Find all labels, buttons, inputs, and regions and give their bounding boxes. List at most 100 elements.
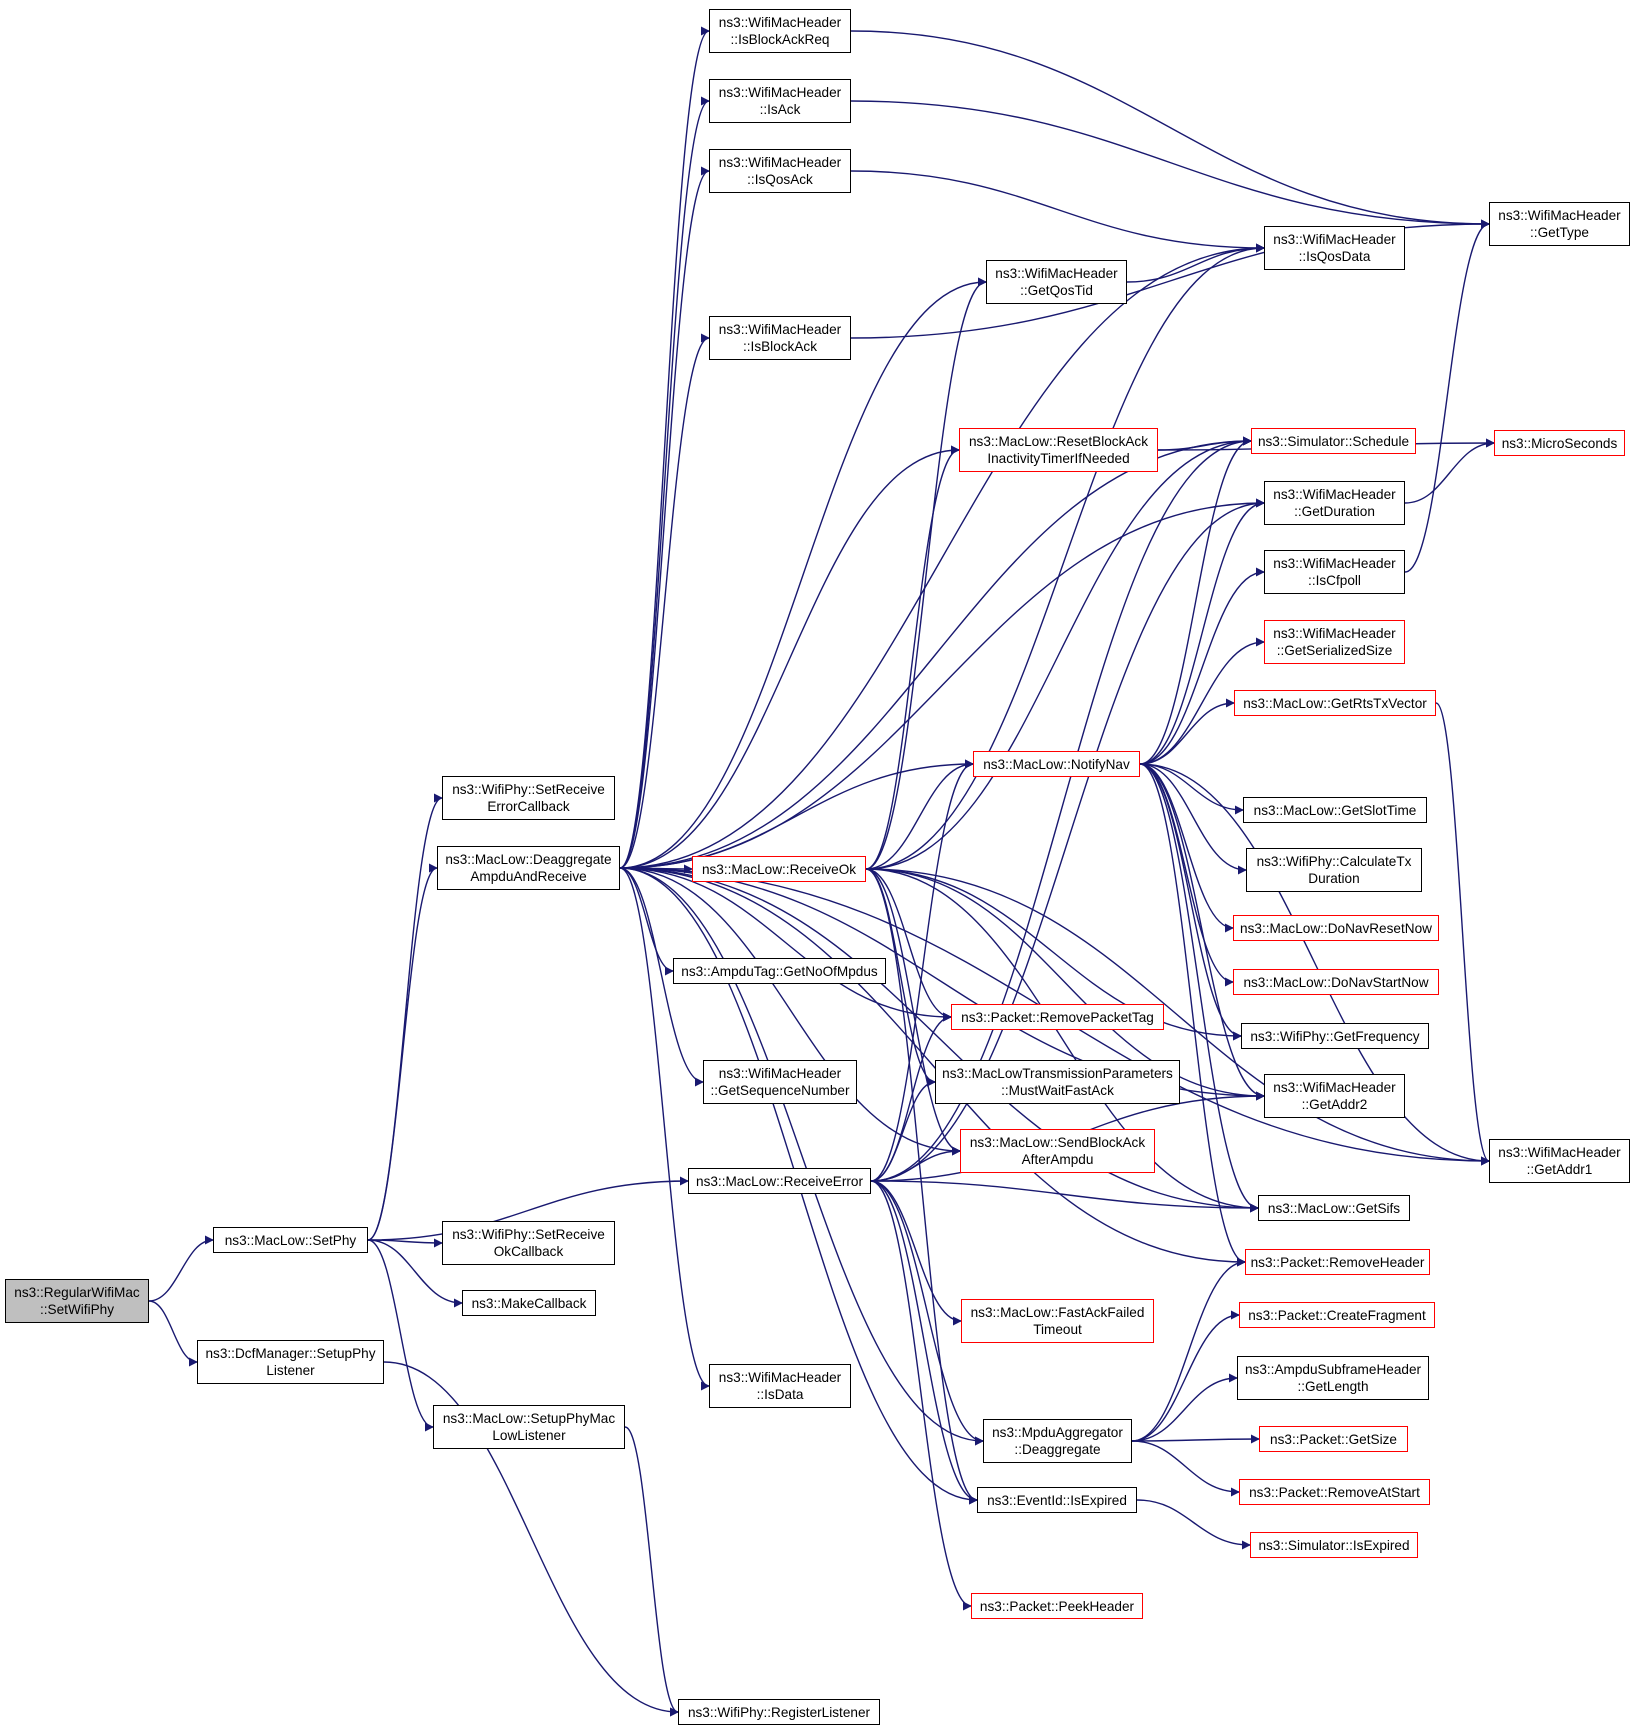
node-eventexp[interactable]: ns3::EventId::IsExpired <box>977 1487 1137 1513</box>
edge-recvok-to-getaddr1 <box>865 868 1490 1166</box>
node-label: ns3::WifiMacHeader <box>1273 626 1396 641</box>
node-getaddr2[interactable]: ns3::WifiMacHeader::GetAddr2 <box>1264 1074 1405 1118</box>
node-rmheader[interactable]: ns3::Packet::RemoveHeader <box>1245 1249 1430 1275</box>
node-label: ns3::MacLow::DoNavStartNow <box>1243 974 1429 990</box>
node-label: ::SetWifiPhy <box>39 1302 115 1317</box>
edge-recvok-to-rmtag <box>865 868 952 1022</box>
node-rmatstart[interactable]: ns3::Packet::RemoveAtStart <box>1239 1479 1430 1505</box>
node-mustwait[interactable]: ns3::MacLowTransmissionParameters::MustW… <box>935 1060 1180 1104</box>
edge-deagg-to-rmheader <box>619 867 1246 1267</box>
node-navreset[interactable]: ns3::MacLow::DoNavResetNow <box>1233 915 1439 941</box>
node-isbar[interactable]: ns3::WifiMacHeader::IsBlockAckReq <box>709 9 851 53</box>
node-getsize[interactable]: ns3::Packet::GetSize <box>1259 1426 1408 1452</box>
edge-root-to-dcf <box>148 1300 198 1367</box>
edge-recverr-to-peek <box>870 1180 972 1611</box>
node-label: ns3::Packet::RemovePacketTag <box>961 1009 1154 1025</box>
node-getfreq[interactable]: ns3::WifiPhy::GetFrequency <box>1241 1023 1429 1049</box>
node-navstart[interactable]: ns3::MacLow::DoNavStartNow <box>1233 969 1439 995</box>
edge-deagg-to-isqosack <box>619 166 710 869</box>
node-label: ns3::AmpduTag::GetNoOfMpdus <box>681 963 878 979</box>
edge-mpdudeagg-to-createfrag <box>1131 1310 1240 1442</box>
node-label: ns3::WifiPhy::GetFrequency <box>1250 1028 1420 1044</box>
node-label: ::IsAck <box>759 102 801 117</box>
node-label: ns3::WifiMacHeader <box>1273 556 1396 571</box>
node-label: ::GetType <box>1530 225 1589 240</box>
edge-notifynav-to-getaddr1 <box>1139 763 1490 1166</box>
node-label: ::GetSequenceNumber <box>710 1083 850 1098</box>
edge-deagg-to-getnof <box>619 867 674 976</box>
node-notifynav[interactable]: ns3::MacLow::NotifyNav <box>973 751 1140 777</box>
node-label: ns3::Packet::GetSize <box>1270 1431 1397 1447</box>
edge-setupphymac-to-reglist <box>624 1426 679 1717</box>
edge-notifynav-to-getsifs <box>1139 763 1259 1213</box>
node-peek[interactable]: ns3::Packet::PeekHeader <box>971 1593 1143 1619</box>
node-getnof[interactable]: ns3::AmpduTag::GetNoOfMpdus <box>673 958 886 984</box>
node-label: ::GetSerializedSize <box>1276 643 1393 658</box>
node-label: ErrorCallback <box>487 799 570 814</box>
node-isqosdata[interactable]: ns3::WifiMacHeader::IsQosData <box>1264 226 1405 270</box>
node-label: LowListener <box>492 1428 566 1443</box>
edge-recvok-to-eventexp <box>865 868 978 1505</box>
node-schedule[interactable]: ns3::Simulator::Schedule <box>1251 428 1416 454</box>
node-reglist[interactable]: ns3::WifiPhy::RegisterListener <box>678 1699 880 1725</box>
node-gettype[interactable]: ns3::WifiMacHeader::GetType <box>1489 202 1630 246</box>
node-getrts[interactable]: ns3::MacLow::GetRtsTxVector <box>1234 690 1436 716</box>
node-label: ns3::MacLowTransmissionParameters <box>942 1066 1173 1081</box>
node-label: ns3::MpduAggregator <box>992 1425 1123 1440</box>
node-getser[interactable]: ns3::WifiMacHeader::GetSerializedSize <box>1264 620 1405 664</box>
edge-mpdudeagg-to-getsize <box>1131 1434 1260 1444</box>
node-label: Duration <box>1308 871 1360 886</box>
node-getseq[interactable]: ns3::WifiMacHeader::GetSequenceNumber <box>703 1060 857 1104</box>
node-root[interactable]: ns3::RegularWifiMac::SetWifiPhy <box>5 1279 149 1323</box>
node-isblockack[interactable]: ns3::WifiMacHeader::IsBlockAck <box>709 316 851 360</box>
node-label: ns3::MacLow::ReceiveError <box>696 1173 863 1189</box>
node-label: ns3::MacLow::SendBlockAck <box>969 1135 1146 1150</box>
node-getsifs[interactable]: ns3::MacLow::GetSifs <box>1258 1195 1410 1221</box>
node-getdur[interactable]: ns3::WifiMacHeader::GetDuration <box>1264 481 1405 525</box>
edge-recverr-to-notifynav <box>870 759 974 1182</box>
node-label: ns3::MacLow::DoNavResetNow <box>1240 920 1432 936</box>
node-recverr[interactable]: ns3::MacLow::ReceiveError <box>688 1168 871 1194</box>
node-makecb[interactable]: ns3::MakeCallback <box>462 1290 596 1316</box>
node-label: ns3::MacLow::SetupPhyMac <box>442 1411 616 1426</box>
node-label: ns3::MacLow::FastAckFailed <box>970 1305 1145 1320</box>
node-getaddr1[interactable]: ns3::WifiMacHeader::GetAddr1 <box>1489 1139 1630 1183</box>
node-rmtag[interactable]: ns3::Packet::RemovePacketTag <box>951 1004 1164 1030</box>
node-recvok[interactable]: ns3::MacLow::ReceiveOk <box>692 856 866 882</box>
node-simexp[interactable]: ns3::Simulator::IsExpired <box>1250 1532 1418 1558</box>
node-label: AfterAmpdu <box>1021 1152 1094 1167</box>
node-label: Timeout <box>1033 1322 1082 1337</box>
node-getqostid[interactable]: ns3::WifiMacHeader::GetQosTid <box>986 260 1127 304</box>
node-label: ::Deaggregate <box>1014 1442 1101 1457</box>
node-label: ns3::DcfManager::SetupPhy <box>205 1346 376 1361</box>
node-iscfpoll[interactable]: ns3::WifiMacHeader::IsCfpoll <box>1264 550 1405 594</box>
node-getslot[interactable]: ns3::MacLow::GetSlotTime <box>1243 797 1427 823</box>
edge-getdur-to-micro <box>1404 438 1495 504</box>
node-label: ns3::WifiPhy::CalculateTx <box>1256 854 1412 869</box>
node-micro[interactable]: ns3::MicroSeconds <box>1494 430 1625 456</box>
node-mpdudeagg[interactable]: ns3::MpduAggregator::Deaggregate <box>983 1419 1132 1463</box>
edge-getqostid-to-isqosdata <box>1126 243 1265 283</box>
node-subframe[interactable]: ns3::AmpduSubframeHeader::GetLength <box>1237 1356 1429 1400</box>
node-label: ns3::MacLow::GetSifs <box>1267 1200 1401 1216</box>
node-setphy[interactable]: ns3::MacLow::SetPhy <box>213 1227 368 1253</box>
node-label: ns3::EventId::IsExpired <box>987 1492 1127 1508</box>
node-isdata[interactable]: ns3::WifiMacHeader::IsData <box>709 1364 851 1408</box>
node-isack[interactable]: ns3::WifiMacHeader::IsAck <box>709 79 851 123</box>
node-isqosack[interactable]: ns3::WifiMacHeader::IsQosAck <box>709 149 851 193</box>
edge-eventexp-to-simexp <box>1136 1499 1251 1550</box>
edge-deagg-to-getsifs <box>619 867 1259 1213</box>
node-label: ::GetQosTid <box>1020 283 1093 298</box>
node-label: Listener <box>266 1363 315 1378</box>
node-label: ns3::WifiMacHeader <box>718 322 842 337</box>
node-createfrag[interactable]: ns3::Packet::CreateFragment <box>1239 1302 1435 1328</box>
